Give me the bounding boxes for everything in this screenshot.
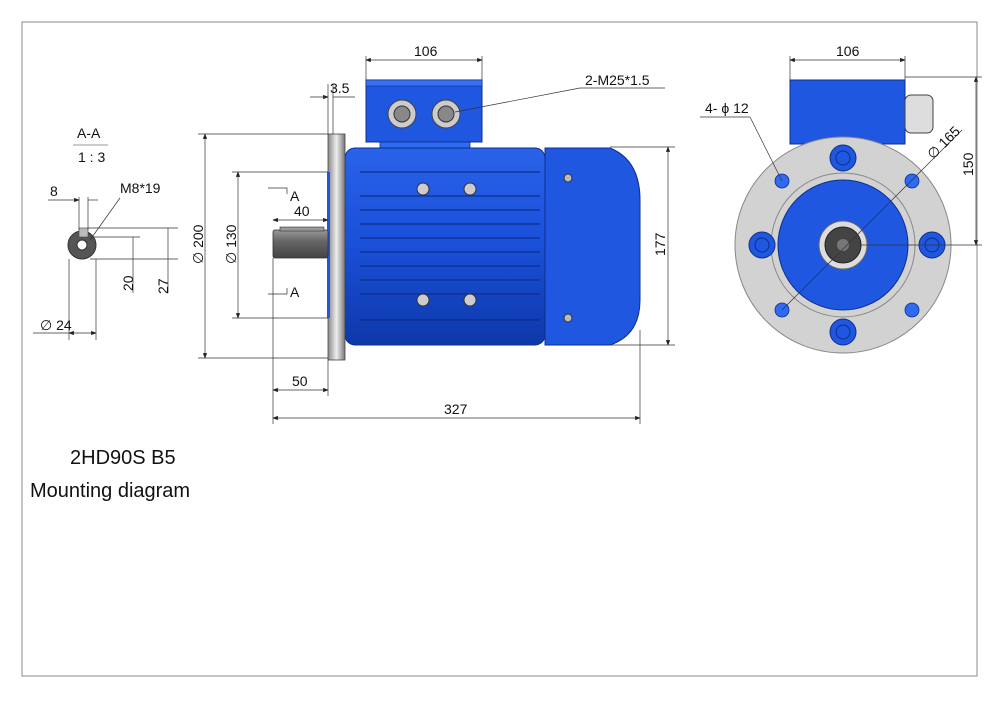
flange-diameter-label: ∅ 200	[190, 224, 206, 264]
terminal-box	[365, 79, 483, 143]
front-view: 106 4- ϕ 12 ∅ 165 150	[700, 43, 982, 354]
cable-gland-front	[904, 94, 934, 134]
drawing-border	[21, 21, 978, 677]
section-mark-bottom: A	[290, 284, 300, 300]
key	[78, 227, 89, 238]
shaft-length-label: 50	[292, 373, 308, 389]
total-length-label: 327	[444, 401, 468, 417]
center-hole	[76, 239, 88, 251]
section-mark-top: A	[290, 188, 300, 204]
height-label: 177	[652, 232, 668, 256]
dim-20-label: 20	[120, 275, 136, 291]
key-width-label: 8	[50, 183, 58, 199]
motor-body	[344, 147, 546, 346]
section-scale: 1 : 3	[78, 149, 105, 165]
thread-label: M8*19	[120, 180, 161, 196]
key-length-label: 40	[294, 203, 310, 219]
spigot-diameter-label: ∅ 130	[223, 224, 239, 264]
shaft-key	[279, 226, 325, 232]
side-view: 106 3.5 2-M25*1.5 ∅ 200 ∅ 130 A A 40 177…	[190, 43, 675, 424]
section-title: A-A	[77, 125, 101, 141]
holes-label: 4- ϕ 12	[705, 100, 749, 116]
front-terminal-box-width-label: 106	[836, 43, 860, 59]
section-view: A-A 1 : 3 8 M8*19 20 27 ∅ 24	[33, 125, 178, 340]
bolt-bosses	[748, 144, 946, 346]
flange-thickness-label: 3.5	[330, 80, 350, 96]
model-title: 2HD90S B5	[70, 447, 176, 469]
center-height-label: 150	[960, 152, 976, 176]
drawing-caption: Mounting diagram	[30, 480, 190, 502]
terminal-box-front	[789, 79, 906, 145]
cooling-fins	[360, 171, 540, 321]
flange	[327, 133, 346, 361]
fan-cover	[544, 147, 641, 346]
dim-27-label: 27	[155, 278, 171, 294]
shaft	[272, 229, 329, 259]
shaft-diameter-label: ∅ 24	[40, 317, 72, 333]
terminal-box-width-label: 106	[414, 43, 438, 59]
cable-gland-label: 2-M25*1.5	[585, 72, 650, 88]
